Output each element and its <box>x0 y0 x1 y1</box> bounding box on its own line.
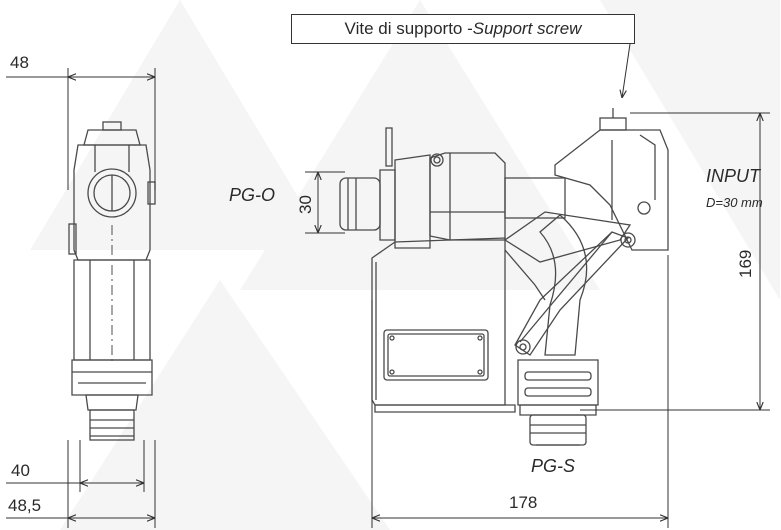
dim-side-bottom-width-2: 48,5 <box>8 496 42 515</box>
label-pg-o: PG-O <box>229 185 276 205</box>
callout-text-italic: Support screw <box>472 19 582 38</box>
callout-text: Vite di supporto - <box>344 19 473 38</box>
dim-side-top-width: 48 <box>10 53 29 72</box>
dim-overall-height: 169 <box>736 249 755 278</box>
dim-side-bottom-width-1: 40 <box>11 461 30 480</box>
dim-overall-width: 178 <box>509 493 538 512</box>
dimension-lines <box>6 43 770 528</box>
label-input-diameter: D=30 mm <box>706 195 763 210</box>
dim-outlet-diameter: 30 <box>296 195 315 214</box>
side-view <box>68 121 156 441</box>
label-input: INPUT <box>706 166 760 186</box>
support-screw-callout: Vite di supporto - Support screw <box>291 14 635 44</box>
label-pg-s: PG-S <box>531 456 576 476</box>
